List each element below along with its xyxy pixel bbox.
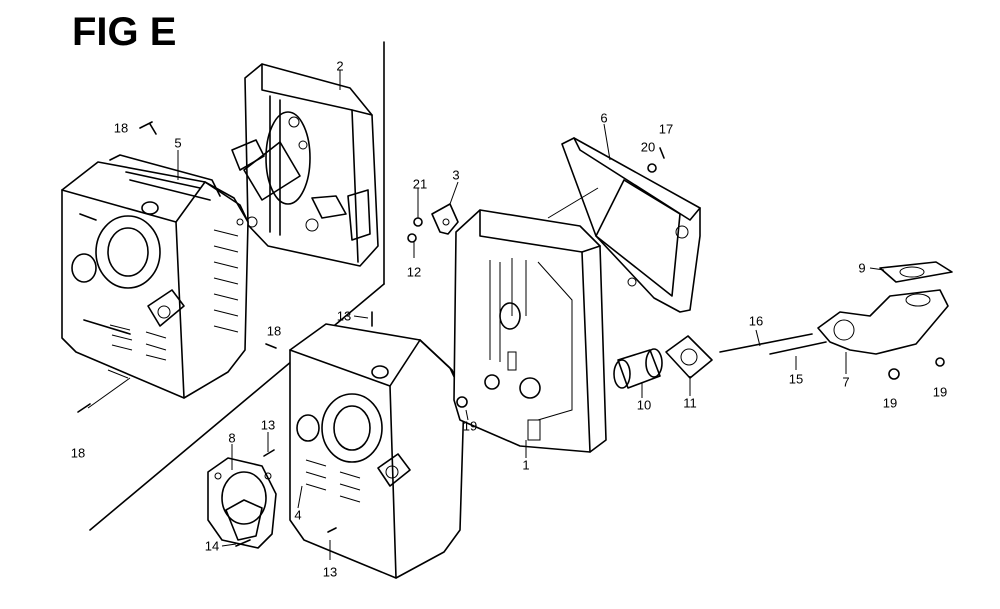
leader-line	[547, 187, 599, 219]
muffler-part-1	[453, 209, 607, 453]
callout-4: 4	[294, 507, 302, 523]
callout-21: 21	[412, 176, 428, 192]
muffler-cover-part-4	[289, 323, 465, 579]
exhaust-pipe-part-7	[817, 289, 949, 355]
callout-13: 13	[260, 417, 276, 433]
stud-bolt-part-16	[719, 333, 813, 353]
leader-line	[87, 377, 131, 409]
callout-12: 12	[406, 264, 422, 280]
callout-19: 19	[462, 418, 478, 434]
callout-5: 5	[174, 135, 182, 151]
callout-13: 13	[322, 564, 338, 580]
exhaust-tube-part-10	[613, 348, 663, 389]
callout-18: 18	[266, 323, 282, 339]
callout-18: 18	[113, 120, 129, 136]
callout-1: 1	[522, 457, 530, 473]
callout-6: 6	[600, 110, 608, 126]
callout-10: 10	[636, 397, 652, 413]
figure-title: FIG E	[72, 10, 177, 54]
callout-17: 17	[658, 121, 674, 137]
callout-3: 3	[452, 167, 460, 183]
callout-20: 20	[640, 139, 656, 155]
callout-2: 2	[336, 58, 344, 74]
callout-18: 18	[70, 445, 86, 461]
callout-11: 11	[683, 395, 697, 411]
callout-16: 16	[748, 313, 764, 329]
muffler-cover-part-5	[61, 154, 249, 399]
muffler-protector-part-6	[561, 137, 701, 313]
gasket-part-11	[665, 335, 713, 379]
bracket-part-3	[431, 203, 459, 235]
callout-9: 9	[858, 260, 866, 276]
callout-7: 7	[842, 374, 850, 390]
leader-line	[107, 369, 129, 379]
stud-bolt-part-15	[769, 341, 827, 355]
callout-14: 14	[204, 538, 220, 554]
callout-8: 8	[228, 430, 236, 446]
callout-leaders	[177, 70, 885, 560]
muffler-protector-part-2	[231, 63, 379, 267]
callout-19: 19	[932, 384, 948, 400]
callout-13: 13	[336, 308, 352, 324]
gasket-part-9	[879, 261, 953, 283]
callout-15: 15	[788, 371, 804, 387]
spark-arrester-part-8	[207, 457, 277, 549]
callout-19: 19	[882, 395, 898, 411]
